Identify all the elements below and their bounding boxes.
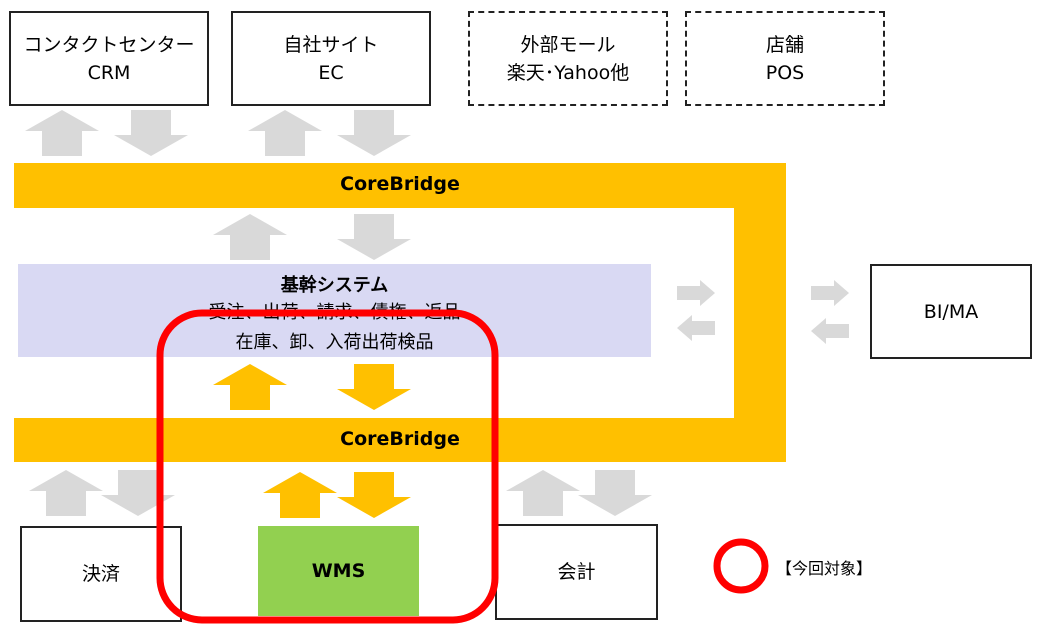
external-mall-box: 外部モール 楽天･Yahoo他 <box>468 11 668 106</box>
right-arrow-icon <box>811 280 849 306</box>
accounting-box: 会計 <box>495 524 658 620</box>
bi-ma-box: BI/MA <box>870 264 1032 359</box>
down-arrow-icon <box>337 364 411 410</box>
box-label: 自社サイト <box>283 33 379 56</box>
box-label: 決済 <box>81 563 120 585</box>
payment-box: 決済 <box>20 526 182 622</box>
own-site-ec-box: 自社サイト EC <box>231 11 431 106</box>
box-label: POS <box>765 61 805 84</box>
up-arrow-icon <box>25 110 99 156</box>
up-arrow-icon <box>29 470 103 516</box>
box-label: 楽天･Yahoo他 <box>506 61 630 84</box>
corebridge-top-label: CoreBridge <box>340 173 460 195</box>
down-arrow-icon <box>337 214 411 260</box>
contact-center-crm-box: コンタクトセンター CRM <box>9 11 209 106</box>
store-pos-box: 店舗 POS <box>685 11 885 106</box>
box-label: EC <box>318 61 344 84</box>
left-arrow-icon <box>811 318 849 344</box>
down-arrow-icon <box>101 470 175 516</box>
down-arrow-icon <box>578 470 652 516</box>
wms-box: WMS <box>258 526 419 616</box>
box-label: 会計 <box>557 561 596 583</box>
down-arrow-icon <box>114 110 188 156</box>
box-label: WMS <box>311 560 366 582</box>
box-label: BI/MA <box>923 300 979 323</box>
target-scope-highlight <box>156 309 499 624</box>
box-label: 外部モール <box>520 33 616 56</box>
left-arrow-icon <box>677 315 715 341</box>
legend-label: 【今回対象】 <box>776 559 873 578</box>
box-label: コンタクトセンター <box>23 33 195 56</box>
up-arrow-icon <box>248 110 322 156</box>
up-arrow-icon <box>213 364 287 410</box>
corebridge-bottom-label: CoreBridge <box>340 428 460 450</box>
down-arrow-icon <box>337 472 411 518</box>
up-arrow-icon <box>213 214 287 260</box>
up-arrow-icon <box>263 472 337 518</box>
right-arrow-icon <box>677 280 715 306</box>
box-label: 店舗 <box>765 33 804 56</box>
up-arrow-icon <box>506 470 580 516</box>
core-system-title: 基幹システム <box>280 275 389 296</box>
core-system-line2: 在庫、卸、入荷出荷検品 <box>235 332 434 353</box>
legend-circle-icon <box>713 538 769 594</box>
box-label: CRM <box>87 61 131 84</box>
down-arrow-icon <box>337 110 411 156</box>
